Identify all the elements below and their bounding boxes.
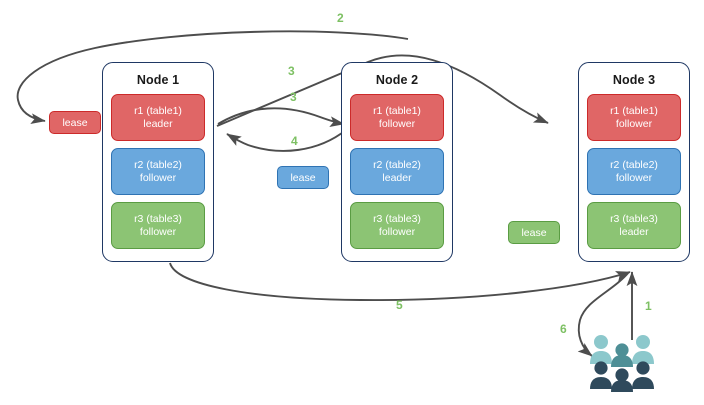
replica-role: leader (619, 225, 649, 238)
node-container-3[interactable]: Node 3 r1 (table1) follower r2 (table2) … (578, 62, 690, 262)
node-container-1[interactable]: Node 1 r1 (table1) leader r2 (table2) fo… (102, 62, 214, 262)
replica-node3-r2[interactable]: r2 (table2) follower (587, 148, 681, 195)
replica-name: r2 (table2) (134, 158, 182, 171)
step-label-3-lower: 3 (290, 90, 297, 104)
people-front-center (611, 368, 633, 392)
replica-role: follower (139, 225, 177, 238)
replica-node3-r1[interactable]: r1 (table1) follower (587, 94, 681, 141)
replica-node1-r2[interactable]: r2 (table2) follower (111, 148, 205, 195)
lease-chip-r2[interactable]: lease (277, 166, 329, 189)
replica-role: follower (615, 171, 653, 184)
lease-chip-r1[interactable]: lease (49, 111, 101, 134)
node-title: Node 1 (136, 73, 180, 87)
edge-step-4 (226, 129, 347, 152)
replica-name: r1 (table1) (610, 104, 658, 117)
edge-step-3-lower (217, 107, 345, 128)
replica-node3-r3[interactable]: r3 (table3) leader (587, 202, 681, 249)
lease-chip-r3[interactable]: lease (508, 221, 560, 244)
step-label-2: 2 (337, 11, 344, 25)
step-label-4: 4 (291, 134, 298, 148)
people-front-right (632, 361, 654, 389)
replica-role: leader (382, 171, 412, 184)
node-container-2[interactable]: Node 2 r1 (table1) follower r2 (table2) … (341, 62, 453, 262)
replica-role: follower (378, 117, 416, 130)
replica-role: leader (143, 117, 173, 130)
clients-people-icon (590, 335, 654, 392)
replica-name: r1 (table1) (373, 104, 421, 117)
replica-role: follower (139, 171, 177, 184)
replica-node1-r3[interactable]: r3 (table3) follower (111, 202, 205, 249)
replica-name: r1 (table1) (134, 104, 182, 117)
replica-name: r3 (table3) (610, 212, 658, 225)
replica-role: follower (615, 117, 653, 130)
replica-node2-r2[interactable]: r2 (table2) leader (350, 148, 444, 195)
people-front-left (590, 361, 612, 389)
edge-step-5 (169, 262, 631, 301)
node-title: Node 2 (375, 73, 419, 87)
replica-name: r2 (table2) (373, 158, 421, 171)
replica-name: r2 (table2) (610, 158, 658, 171)
replica-node2-r3[interactable]: r3 (table3) follower (350, 202, 444, 249)
replica-node2-r1[interactable]: r1 (table1) follower (350, 94, 444, 141)
replica-name: r3 (table3) (373, 212, 421, 225)
step-label-1: 1 (645, 299, 652, 313)
step-label-6: 6 (560, 322, 567, 336)
replica-name: r3 (table3) (134, 212, 182, 225)
step-label-5: 5 (396, 298, 403, 312)
replica-node1-r1[interactable]: r1 (table1) leader (111, 94, 205, 141)
people-back-left (590, 335, 612, 364)
people-back-center (611, 343, 633, 367)
step-label-3-upper: 3 (288, 64, 295, 78)
node-title: Node 3 (612, 73, 656, 87)
replica-role: follower (378, 225, 416, 238)
people-back-right (632, 335, 654, 364)
